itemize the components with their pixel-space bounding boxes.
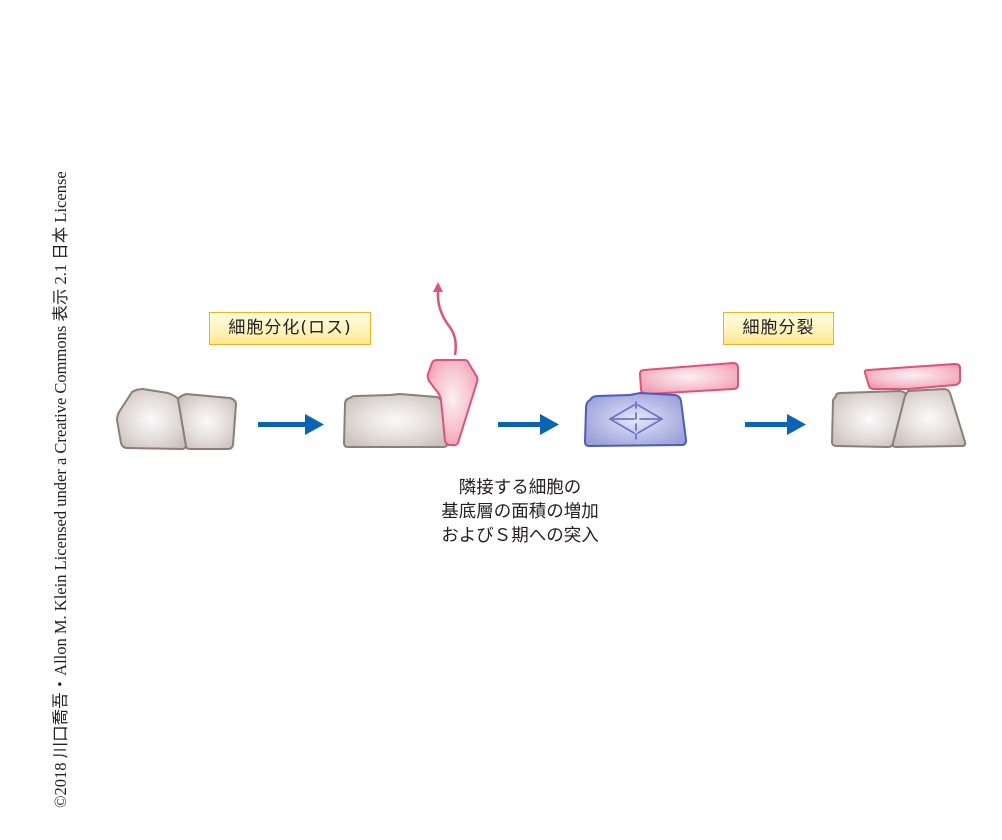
arrow-right-icon bbox=[258, 414, 324, 435]
stage-4-daughter-cells bbox=[831, 363, 967, 448]
daughter-cell bbox=[891, 388, 967, 448]
stage-1-basal-cells bbox=[116, 388, 237, 450]
mitotic-spindle-icon bbox=[609, 401, 663, 440]
loss-arrow-icon bbox=[436, 291, 457, 356]
caption-line: およびＳ期への突入 bbox=[441, 526, 599, 546]
basal-cell bbox=[116, 388, 187, 450]
basal-cell bbox=[177, 393, 237, 450]
label-differentiation-loss: 細胞分化(ロス) bbox=[209, 312, 371, 345]
arrow-right-icon bbox=[498, 414, 559, 435]
suprabasal-cell bbox=[863, 363, 961, 390]
caption-neighbor-response: 隣接する細胞の 基底層の面積の増加 およびＳ期への突入 bbox=[400, 476, 640, 548]
loss-arrowhead bbox=[433, 282, 443, 292]
stage-3-mitosis bbox=[584, 362, 739, 447]
caption-line: 隣接する細胞の bbox=[458, 478, 582, 498]
suprabasal-cell bbox=[639, 362, 739, 395]
basal-cell bbox=[343, 393, 448, 448]
differentiating-cell bbox=[426, 359, 479, 447]
arrow-right-icon bbox=[745, 414, 806, 435]
label-cell-division: 細胞分裂 bbox=[723, 312, 834, 345]
stage-2-differentiation bbox=[343, 282, 479, 448]
caption-line: 基底層の面積の増加 bbox=[441, 502, 599, 522]
